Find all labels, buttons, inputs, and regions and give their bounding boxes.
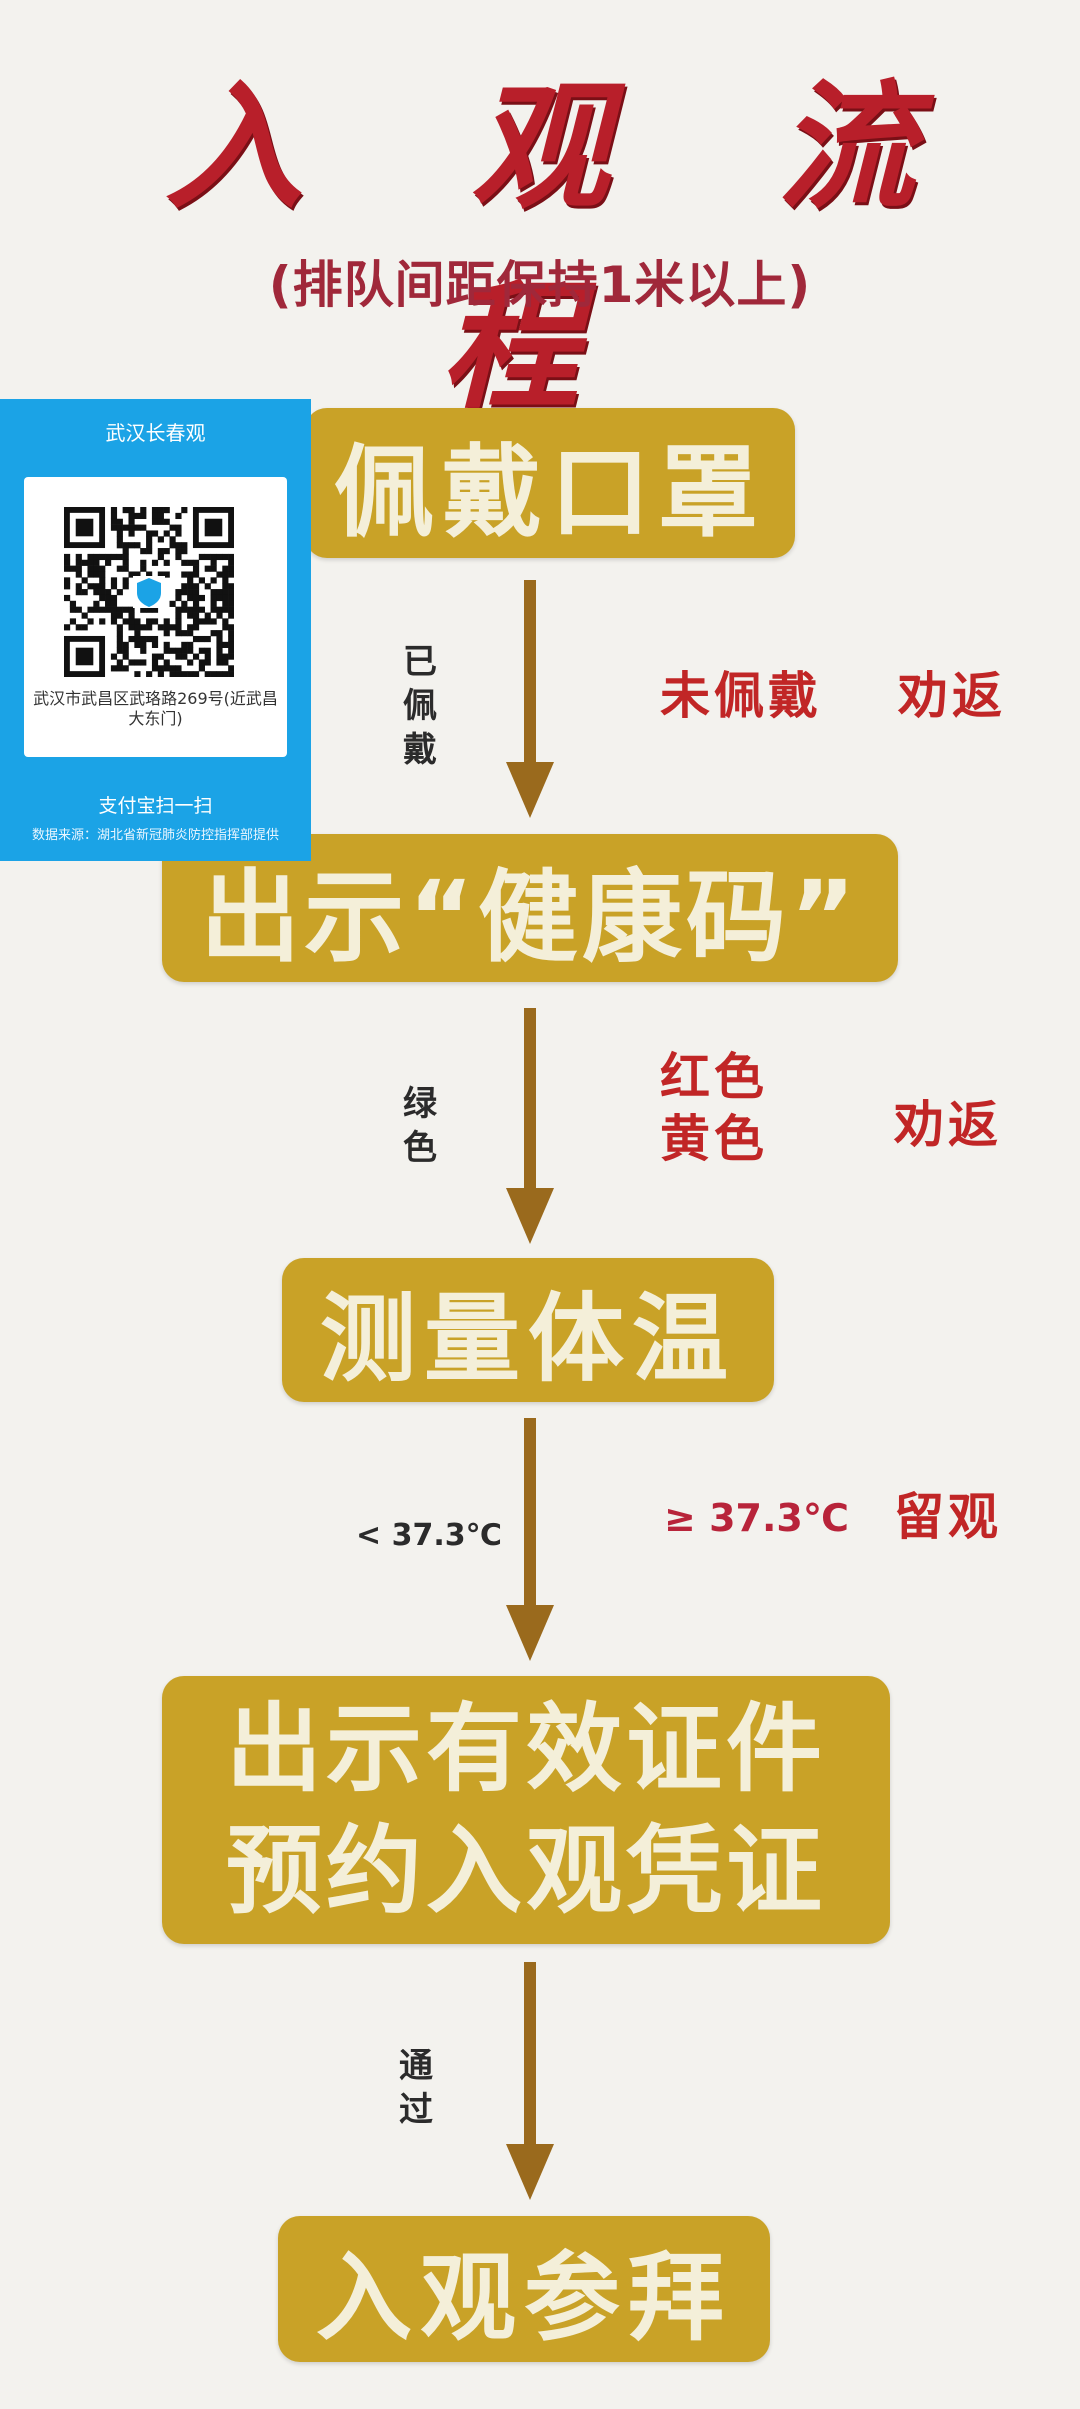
step-show-id-and-reservation: 出示有效证件 预约入观凭证 <box>162 1676 890 1944</box>
qr-code-panel: 武汉市武昌区武珞路269号(近武昌大东门) <box>24 477 287 757</box>
arrow-down-icon <box>490 1418 570 1663</box>
fail-cond-red-code: 红色 <box>660 1048 768 1106</box>
arrow-down-icon <box>490 1962 570 2202</box>
fail-action-turn-back: 劝返 <box>894 1096 1002 1154</box>
fail-cond-high-temp: ≥ 37.3℃ <box>664 1496 849 1540</box>
pass-label-mask-worn: 已佩戴 <box>403 642 437 770</box>
pass-label-green-code: 绿色 <box>403 1084 437 1168</box>
arrow-down-icon <box>490 580 570 820</box>
fail-cond-no-mask: 未佩戴 <box>660 667 822 725</box>
venue-address: 武汉市武昌区武珞路269号(近武昌大东门) <box>33 689 278 728</box>
step-enter-worship: 入观参拜 <box>278 2216 770 2362</box>
step4-line2: 预约入观凭证 <box>226 1815 826 1927</box>
pass-label-normal-temp: < 37.3℃ <box>356 1518 502 1553</box>
qr-card-title: 武汉长春观 <box>105 421 206 445</box>
step4-line1: 出示有效证件 <box>226 1693 826 1805</box>
qr-code[interactable] <box>64 507 235 678</box>
page-title: 入 观 流 程 <box>164 65 976 428</box>
shield-icon <box>137 578 161 607</box>
pass-label-passed: 通过 <box>399 2046 433 2130</box>
fail-action-turn-back: 劝返 <box>898 667 1006 725</box>
arrow-down-icon <box>490 1008 570 1246</box>
qr-code-card: 武汉长春观 武汉市武昌区武珞路269号(近武昌大东门) 支付宝扫一扫 数据来源：… <box>0 399 311 861</box>
step-show-health-code: 出示“健康码” <box>162 834 898 982</box>
step-wear-mask: 佩戴口罩 <box>305 408 795 558</box>
fail-action-observe: 留观 <box>894 1488 1002 1546</box>
alipay-scan-label: 支付宝扫一扫 <box>98 795 213 817</box>
page-subtitle: (排队间距保持1米以上) <box>268 256 812 314</box>
data-source-label: 数据来源：湖北省新冠肺炎防控指挥部提供 <box>31 828 279 843</box>
fail-cond-yellow-code: 黄色 <box>660 1110 768 1168</box>
step-measure-temperature: 测量体温 <box>282 1258 774 1402</box>
